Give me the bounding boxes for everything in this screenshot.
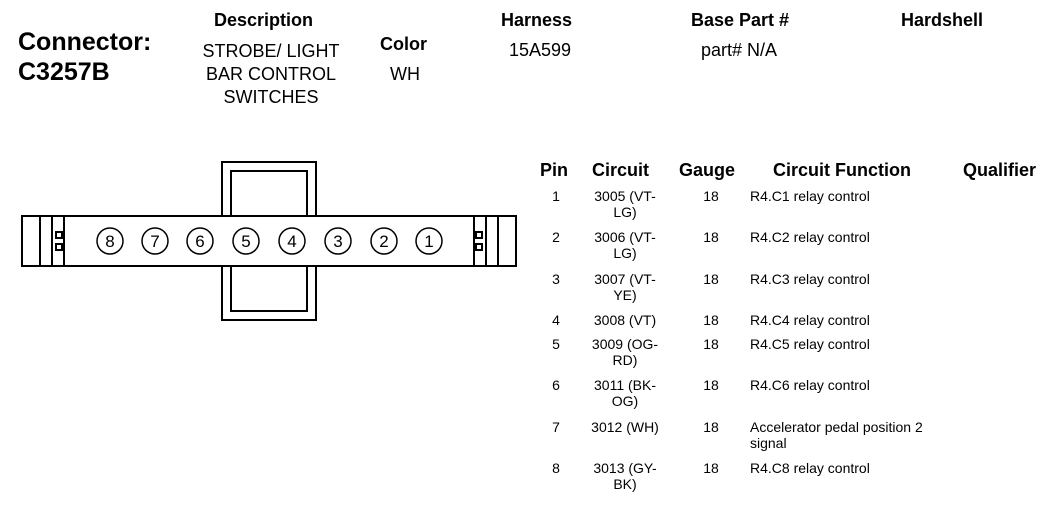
function-line: R4.C3 relay control (750, 271, 870, 287)
harness-value: 15A599 (509, 40, 572, 60)
table-cell-function: R4.C4 relay control (750, 312, 960, 328)
circuit-line: 3008 (VT) (593, 312, 657, 328)
table-cell-pin: 6 (552, 377, 560, 393)
circuit-line: YE) (613, 287, 637, 303)
left-slot (55, 231, 63, 239)
circuit-line: 3005 (VT- (594, 188, 656, 204)
harness-header: Harness (501, 10, 573, 30)
table-cell-pin: 3 (552, 271, 560, 287)
table-cell-gauge: 18 (703, 188, 719, 204)
connector-diagram: 8 7 6 5 4 3 2 1 (21, 161, 517, 321)
pin-circle (232, 227, 260, 255)
pin-number-label: 3 (333, 232, 342, 251)
pin-circle (278, 227, 306, 255)
table-cell-gauge: 18 (703, 336, 719, 352)
col-qualifier: Qualifier (963, 160, 1037, 180)
table-cell-pin: 5 (552, 336, 560, 352)
circuit-line: LG) (613, 245, 637, 261)
description-line: BAR CONTROL (205, 64, 337, 84)
table-cell-pin: 1 (552, 188, 560, 204)
bottom-latch-inner (230, 265, 308, 312)
pin-number-label: 1 (424, 232, 433, 251)
table-cell-function: R4.C6 relay control (750, 377, 960, 393)
table-cell-circuit: 3009 (OG-RD) (580, 336, 670, 368)
base-part-header: Base Part # (691, 10, 790, 30)
table-cell-circuit: 3005 (VT-LG) (580, 188, 670, 220)
color-value: WH (390, 64, 420, 84)
color-header: Color (380, 34, 427, 54)
table-cell-function: R4.C3 relay control (750, 271, 960, 287)
table-cell-circuit: 3013 (GY-BK) (580, 460, 670, 492)
table-cell-pin: 2 (552, 229, 560, 245)
pin-number-label: 7 (150, 232, 159, 251)
function-line: R4.C8 relay control (750, 460, 870, 476)
circuit-line: RD) (612, 352, 638, 368)
pin-circle (186, 227, 214, 255)
base-part-value: part# N/A (701, 40, 778, 60)
pin-circle (415, 227, 443, 255)
table-cell-function: R4.C5 relay control (750, 336, 960, 352)
left-slot (55, 243, 63, 251)
function-line: R4.C5 relay control (750, 336, 870, 352)
table-cell-gauge: 18 (703, 377, 719, 393)
pin-number-label: 6 (195, 232, 204, 251)
function-line: R4.C1 relay control (750, 188, 870, 204)
connector-id: C3257B (18, 58, 110, 86)
circuit-line: LG) (613, 204, 637, 220)
circuit-line: 3013 (GY- (593, 460, 657, 476)
table-cell-gauge: 18 (703, 312, 719, 328)
circuit-line: 3007 (VT- (594, 271, 656, 287)
table-cell-function: R4.C1 relay control (750, 188, 960, 204)
table-cell-pin: 7 (552, 419, 560, 435)
pin-circle (370, 227, 398, 255)
description-value: STROBE/ LIGHT BAR CONTROL SWITCHES (186, 40, 356, 109)
circuit-line: 3012 (WH) (591, 419, 659, 435)
table-cell-pin: 8 (552, 460, 560, 476)
pin-circle (324, 227, 352, 255)
pin-circle (96, 227, 124, 255)
connector-label: Connector: (18, 28, 152, 56)
description-header: Description (214, 10, 314, 30)
function-line: signal (750, 435, 787, 451)
pin-number-label: 2 (379, 232, 388, 251)
top-latch-inner (230, 170, 308, 217)
col-circuit: Circuit (592, 160, 650, 180)
table-cell-circuit: 3012 (WH) (580, 419, 670, 435)
function-line: R4.C6 relay control (750, 377, 870, 393)
table-cell-circuit: 3007 (VT-YE) (580, 271, 670, 303)
pin-number-label: 4 (287, 232, 296, 251)
circuit-line: 3011 (BK- (594, 377, 656, 393)
table-cell-gauge: 18 (703, 460, 719, 476)
col-pin: Pin (540, 160, 569, 180)
circuit-line: BK) (613, 476, 637, 492)
table-cell-gauge: 18 (703, 271, 719, 287)
right-slot (475, 243, 483, 251)
pin-number-label: 8 (105, 232, 114, 251)
function-line: R4.C4 relay control (750, 312, 870, 328)
pin-circle (141, 227, 169, 255)
pin-number-label: 5 (241, 232, 250, 251)
description-line: STROBE/ LIGHT (202, 41, 340, 61)
hardshell-header: Hardshell (901, 10, 984, 30)
col-circuit-function: Circuit Function (773, 160, 911, 180)
table-cell-gauge: 18 (703, 229, 719, 245)
col-gauge: Gauge (679, 160, 736, 180)
table-cell-function: R4.C2 relay control (750, 229, 960, 245)
function-line: Accelerator pedal position 2 (750, 419, 923, 435)
circuit-line: 3009 (OG- (591, 336, 659, 352)
circuit-line: OG) (611, 393, 639, 409)
table-cell-circuit: 3006 (VT-LG) (580, 229, 670, 261)
table-cell-gauge: 18 (703, 419, 719, 435)
description-line: SWITCHES (223, 87, 319, 107)
table-cell-function: R4.C8 relay control (750, 460, 960, 476)
right-slot (475, 231, 483, 239)
circuit-line: 3006 (VT- (594, 229, 656, 245)
function-line: R4.C2 relay control (750, 229, 870, 245)
table-cell-circuit: 3008 (VT) (580, 312, 670, 328)
table-cell-pin: 4 (552, 312, 560, 328)
table-cell-circuit: 3011 (BK-OG) (580, 377, 670, 409)
